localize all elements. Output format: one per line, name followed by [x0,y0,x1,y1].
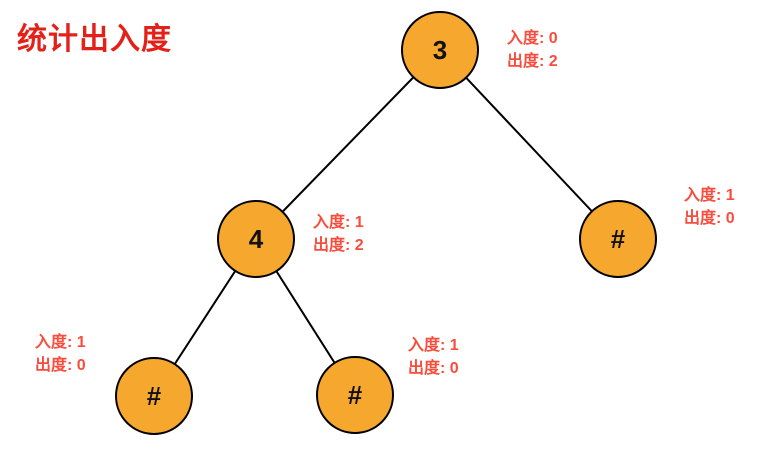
out-degree-label: 出度: 2 [313,237,364,254]
in-degree-label: 入度: 1 [684,187,735,204]
in-degree-label: 入度: 1 [313,214,364,231]
page-title: 统计出入度 [17,23,172,56]
tree-node-left-right-child: # [316,356,394,434]
out-degree-label: 出度: 0 [684,210,735,227]
tree-node-left-child: 4 [217,200,295,278]
node-label: 3 [432,34,448,65]
out-degree-label: 出度: 2 [507,53,558,70]
tree-node-left-left-child: # [115,357,193,435]
in-degree-label: 入度: 1 [408,337,459,354]
node-label: # [347,379,363,410]
node-label: # [146,380,162,411]
tree-node-right-child: # [579,200,657,278]
in-degree-label: 入度: 0 [507,30,558,47]
out-degree-label: 出度: 0 [35,357,86,374]
degree-annotation-left-left-child: 入度: 1 出度: 0 [35,331,86,377]
degree-annotation-left-child: 入度: 1 出度: 2 [313,211,364,257]
degree-annotation-right-child: 入度: 1 出度: 0 [684,184,735,230]
node-label: # [610,223,626,254]
degree-annotation-left-right-child: 入度: 1 出度: 0 [408,334,459,380]
degree-annotation-root: 入度: 0 出度: 2 [507,27,558,73]
in-degree-label: 入度: 1 [35,334,86,351]
edge-root-to-left [255,49,441,240]
edge-root-to-right [439,49,619,240]
node-label: 4 [248,223,264,254]
out-degree-label: 出度: 0 [408,360,459,377]
tree-node-root: 3 [401,11,479,89]
